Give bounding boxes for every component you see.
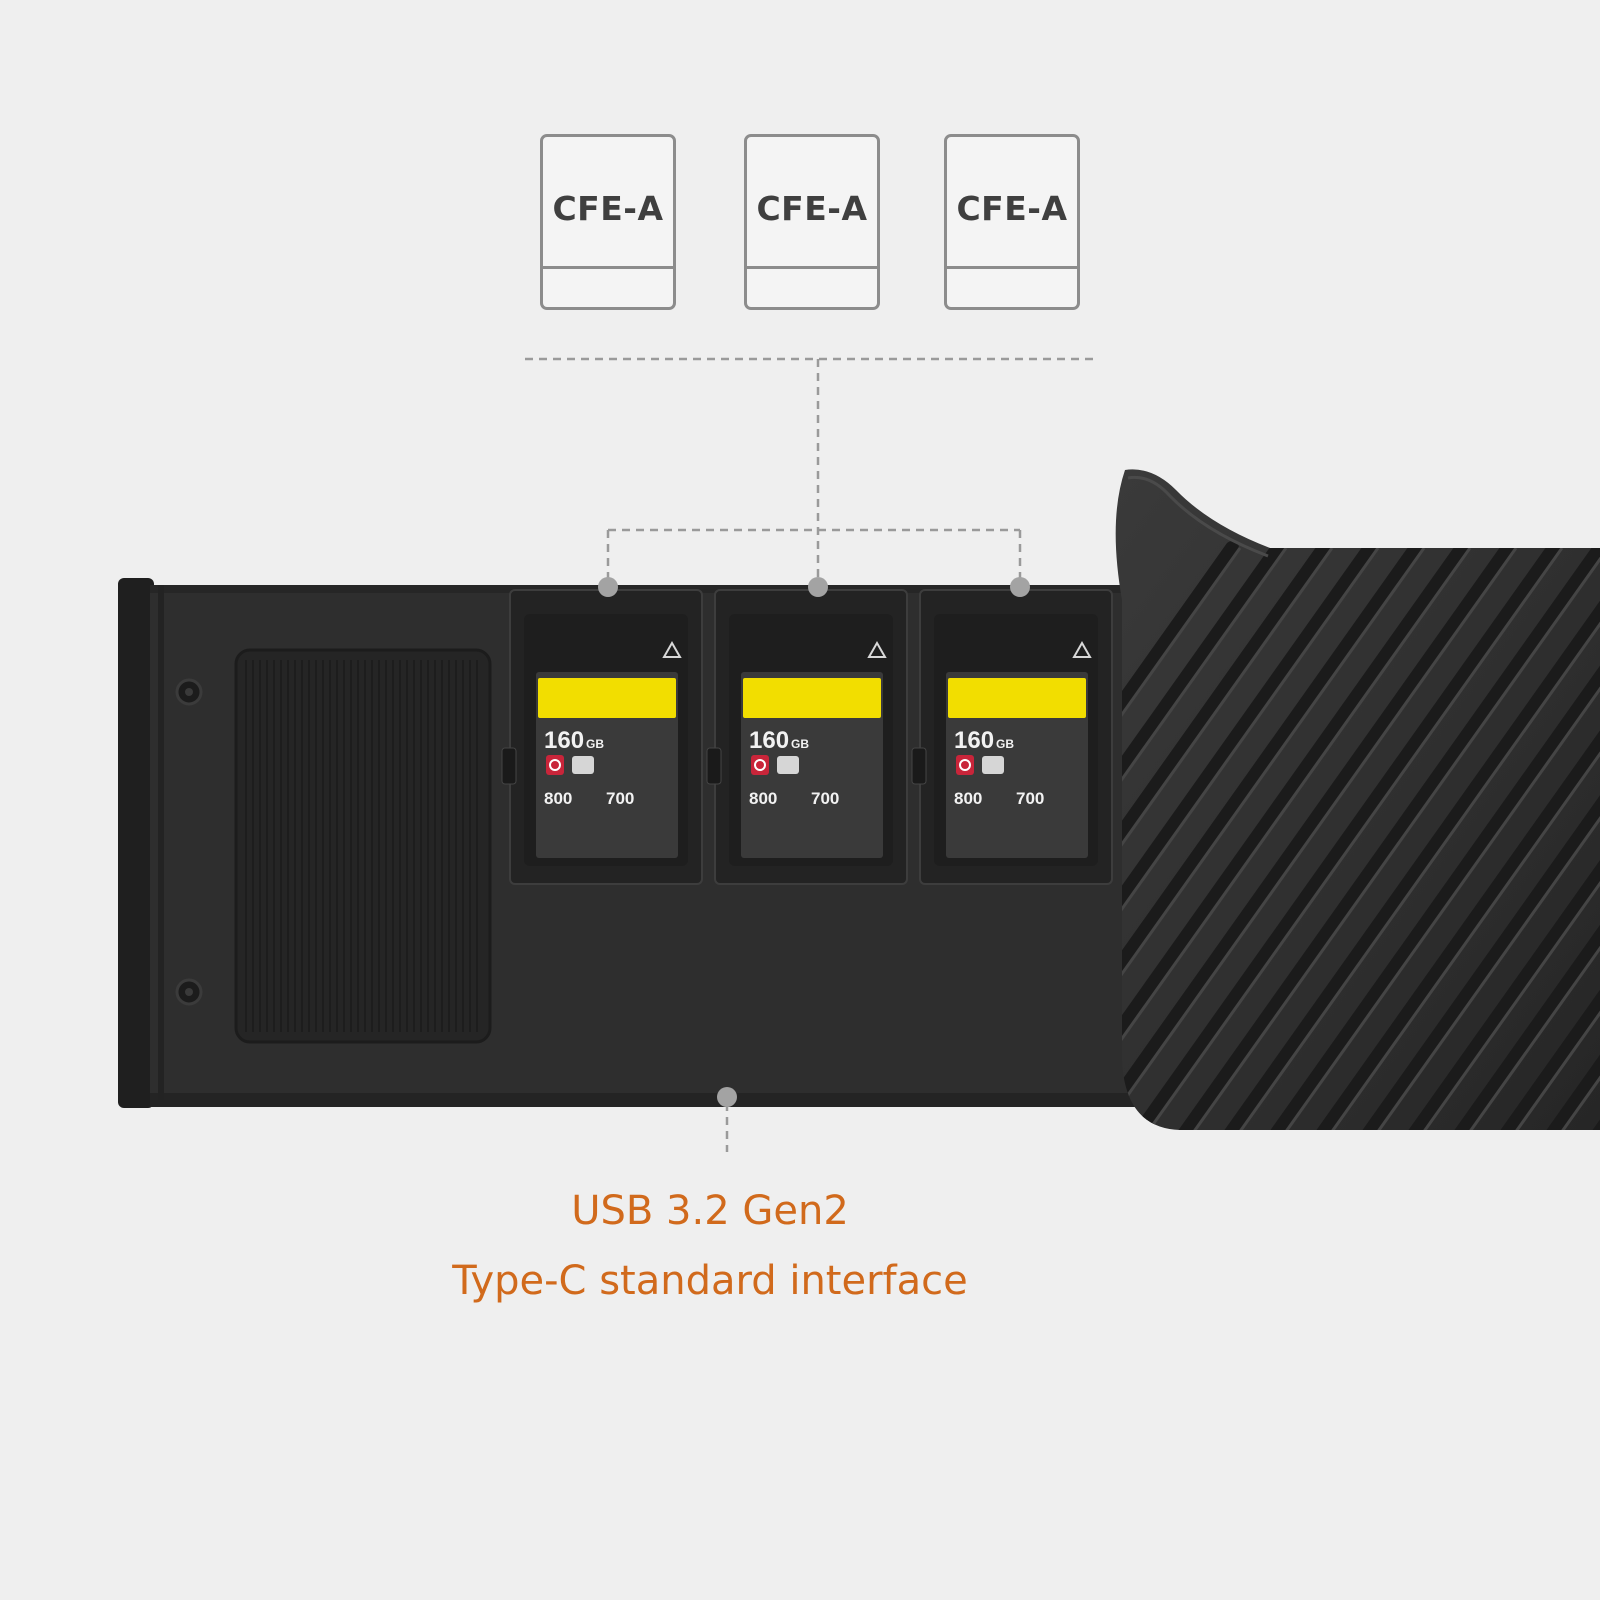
card-capacity: 160 — [544, 727, 584, 754]
vpg-badge-icon — [572, 756, 594, 774]
card-label-strip — [538, 678, 676, 718]
card-read-speed: 800 — [544, 789, 572, 808]
slot-icon-3: CFE-A — [944, 134, 1080, 310]
slot-marker-icon — [598, 577, 618, 597]
slot-icon-label: CFE-A — [756, 189, 868, 228]
slot-icon-contact-bar — [747, 266, 877, 307]
g-series-badge-icon — [546, 755, 564, 775]
card-label-strip — [948, 678, 1086, 718]
card-read-speed: 800 — [749, 789, 777, 808]
warning-triangle-icon — [867, 640, 887, 658]
usb-port-marker-icon — [717, 1087, 737, 1107]
card-write-speed: 700 — [811, 789, 839, 808]
warning-triangle-icon — [662, 640, 682, 658]
connector-lines — [525, 357, 1093, 1152]
vpg-badge-icon — [777, 756, 799, 774]
slot-icon-2: CFE-A — [744, 134, 880, 310]
grip — [1115, 469, 1600, 1130]
slot-marker-icon — [1010, 577, 1030, 597]
g-series-badge-icon — [751, 755, 769, 775]
interface-caption-line1: USB 3.2 Gen2 — [571, 1188, 849, 1234]
interface-caption-line2: Type-C standard interface — [452, 1258, 968, 1304]
slot-icon-1: CFE-A — [540, 134, 676, 310]
card-label-strip — [743, 678, 881, 718]
vpg-badge-icon — [982, 756, 1004, 774]
slot-icon-label: CFE-A — [552, 189, 664, 228]
card-capacity: 160 — [749, 727, 789, 754]
card-capacity-unit: GB — [586, 737, 604, 751]
card-capacity-unit: GB — [791, 737, 809, 751]
card-read-speed: 800 — [954, 789, 982, 808]
slot-icon-contact-bar — [947, 266, 1077, 307]
slot-icon-contact-bar — [543, 266, 673, 307]
g-series-badge-icon — [956, 755, 974, 775]
card-capacity-unit: GB — [996, 737, 1014, 751]
marker-dots — [598, 577, 1030, 1107]
slot-icon-label: CFE-A — [956, 189, 1068, 228]
card-capacity: 160 — [954, 727, 994, 754]
card-write-speed: 700 — [1016, 789, 1044, 808]
warning-triangle-icon — [1072, 640, 1092, 658]
slot-marker-icon — [808, 577, 828, 597]
card-write-speed: 700 — [606, 789, 634, 808]
